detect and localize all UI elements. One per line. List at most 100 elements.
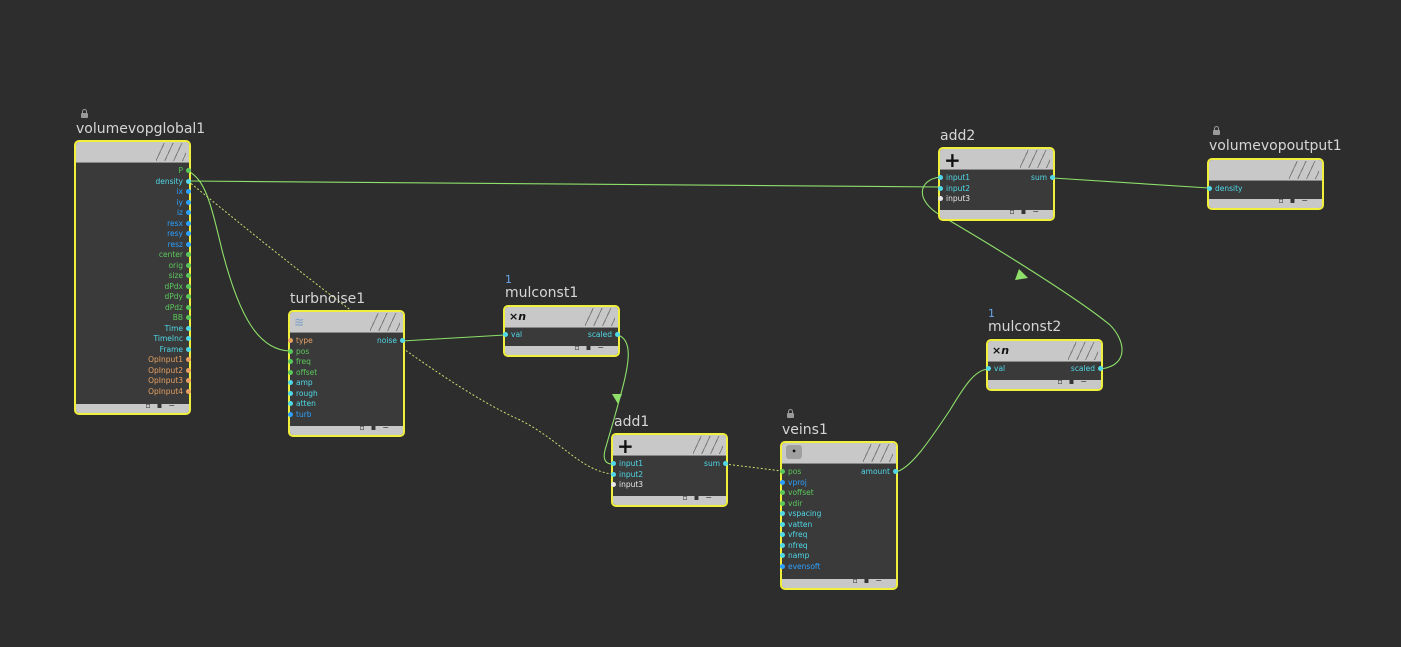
port-dot-icon[interactable] bbox=[780, 479, 785, 485]
port-dot-icon[interactable] bbox=[893, 469, 898, 474]
port-dot-icon[interactable] bbox=[938, 175, 943, 180]
output-port-dpdz[interactable]: dPdz bbox=[165, 303, 191, 313]
input-port-evensoft[interactable]: evensoft bbox=[780, 562, 820, 572]
output-port-opinput3[interactable]: OpInput3 bbox=[148, 376, 191, 386]
input-port-namp[interactable]: namp bbox=[780, 551, 809, 561]
port-dot-icon[interactable] bbox=[400, 338, 405, 343]
port-dot-icon[interactable] bbox=[1207, 186, 1212, 191]
output-port-resy[interactable]: resy bbox=[167, 229, 191, 239]
port-dot-icon[interactable] bbox=[288, 411, 293, 417]
port-dot-icon[interactable] bbox=[780, 542, 785, 548]
node-flags[interactable] bbox=[1020, 150, 1050, 168]
port-dot-icon[interactable] bbox=[186, 336, 191, 341]
port-dot-icon[interactable] bbox=[186, 220, 191, 226]
output-port-bb[interactable]: BB bbox=[173, 313, 191, 323]
input-port-type[interactable]: type bbox=[288, 336, 313, 346]
output-port-p[interactable]: P bbox=[178, 166, 191, 176]
node-flags[interactable] bbox=[585, 308, 615, 326]
output-port-opinput1[interactable]: OpInput1 bbox=[148, 355, 191, 365]
input-port-pos[interactable]: pos bbox=[288, 347, 309, 357]
input-port-pos[interactable]: pos bbox=[780, 467, 801, 477]
input-port-input1[interactable]: input1 bbox=[611, 459, 643, 469]
port-dot-icon[interactable] bbox=[186, 304, 191, 310]
port-dot-icon[interactable] bbox=[288, 369, 293, 375]
wire-global-to-add1-input2-dotted[interactable] bbox=[187, 180, 613, 475]
port-dot-icon[interactable] bbox=[780, 490, 785, 495]
input-port-atten[interactable]: atten bbox=[288, 399, 316, 409]
wire-veins-to-mulconst2[interactable] bbox=[894, 368, 989, 473]
output-port-dpdy[interactable]: dPdy bbox=[165, 292, 191, 302]
output-port-opinput4[interactable]: OpInput4 bbox=[148, 387, 191, 397]
node-flags[interactable] bbox=[1068, 342, 1098, 360]
port-dot-icon[interactable] bbox=[780, 511, 785, 516]
input-port-amp[interactable]: amp bbox=[288, 378, 313, 388]
port-dot-icon[interactable] bbox=[186, 388, 191, 394]
port-dot-icon[interactable] bbox=[186, 294, 191, 299]
port-dot-icon[interactable] bbox=[186, 199, 191, 205]
port-dot-icon[interactable] bbox=[186, 315, 191, 320]
port-dot-icon[interactable] bbox=[288, 401, 293, 406]
port-dot-icon[interactable] bbox=[1098, 366, 1103, 371]
input-port-vatten[interactable]: vatten bbox=[780, 520, 812, 530]
port-dot-icon[interactable] bbox=[611, 482, 616, 487]
port-dot-icon[interactable] bbox=[780, 532, 785, 537]
port-dot-icon[interactable] bbox=[780, 553, 785, 558]
input-port-voffset[interactable]: voffset bbox=[780, 488, 814, 498]
node-flags[interactable] bbox=[863, 444, 893, 462]
port-dot-icon[interactable] bbox=[288, 390, 293, 396]
input-port-freq[interactable]: freq bbox=[288, 357, 311, 367]
output-port-resx[interactable]: resx bbox=[167, 219, 191, 229]
input-port-density[interactable]: density bbox=[1207, 184, 1243, 194]
port-dot-icon[interactable] bbox=[186, 273, 191, 278]
port-dot-icon[interactable] bbox=[288, 338, 293, 343]
port-dot-icon[interactable] bbox=[186, 262, 191, 268]
port-dot-icon[interactable] bbox=[186, 283, 191, 289]
wire-global-density-to-turbnoise-pos[interactable] bbox=[187, 170, 291, 352]
input-port-vdir[interactable]: vdir bbox=[780, 499, 802, 509]
input-port-input1[interactable]: input1 bbox=[938, 173, 970, 183]
output-port-timeinc[interactable]: TimeInc bbox=[154, 334, 191, 344]
output-port-size[interactable]: size bbox=[168, 271, 191, 281]
input-port-vfreq[interactable]: vfreq bbox=[780, 530, 807, 540]
port-dot-icon[interactable] bbox=[611, 471, 616, 477]
port-dot-icon[interactable] bbox=[503, 332, 508, 337]
output-port-opinput2[interactable]: OpInput2 bbox=[148, 366, 191, 376]
input-port-val[interactable]: val bbox=[503, 330, 522, 340]
input-port-rough[interactable]: rough bbox=[288, 389, 318, 399]
port-dot-icon[interactable] bbox=[288, 348, 293, 354]
port-dot-icon[interactable] bbox=[288, 380, 293, 385]
output-port-time[interactable]: Time bbox=[165, 324, 191, 334]
input-port-val[interactable]: val bbox=[986, 364, 1005, 374]
port-dot-icon[interactable] bbox=[186, 325, 191, 331]
node-volumevopoutput1[interactable]: density ▫▪− bbox=[1207, 158, 1324, 210]
port-dot-icon[interactable] bbox=[780, 469, 785, 474]
input-port-input3[interactable]: input3 bbox=[938, 194, 970, 204]
port-dot-icon[interactable] bbox=[780, 563, 785, 569]
port-dot-icon[interactable] bbox=[186, 357, 191, 362]
port-dot-icon[interactable] bbox=[938, 185, 943, 191]
output-port-iz[interactable]: iz bbox=[177, 208, 191, 218]
wire-turbnoise-to-mulconst1[interactable] bbox=[401, 334, 506, 342]
port-dot-icon[interactable] bbox=[780, 521, 785, 527]
port-dot-icon[interactable] bbox=[186, 241, 191, 247]
node-flags[interactable] bbox=[693, 436, 723, 454]
port-dot-icon[interactable] bbox=[615, 332, 620, 337]
port-dot-icon[interactable] bbox=[723, 461, 728, 466]
output-port-frame[interactable]: Frame bbox=[160, 345, 191, 355]
input-port-input2[interactable]: input2 bbox=[611, 470, 643, 480]
node-flags[interactable] bbox=[1289, 161, 1319, 179]
port-dot-icon[interactable] bbox=[186, 367, 191, 373]
input-port-nfreq[interactable]: nfreq bbox=[780, 541, 808, 551]
port-dot-icon[interactable] bbox=[186, 231, 191, 236]
wire-add2-to-output[interactable] bbox=[1052, 177, 1210, 189]
input-port-vproj[interactable]: vproj bbox=[780, 478, 807, 488]
output-port-sum[interactable]: sum bbox=[1031, 173, 1055, 183]
output-port-sum[interactable]: sum bbox=[704, 459, 728, 469]
output-port-ix[interactable]: ix bbox=[176, 187, 191, 197]
